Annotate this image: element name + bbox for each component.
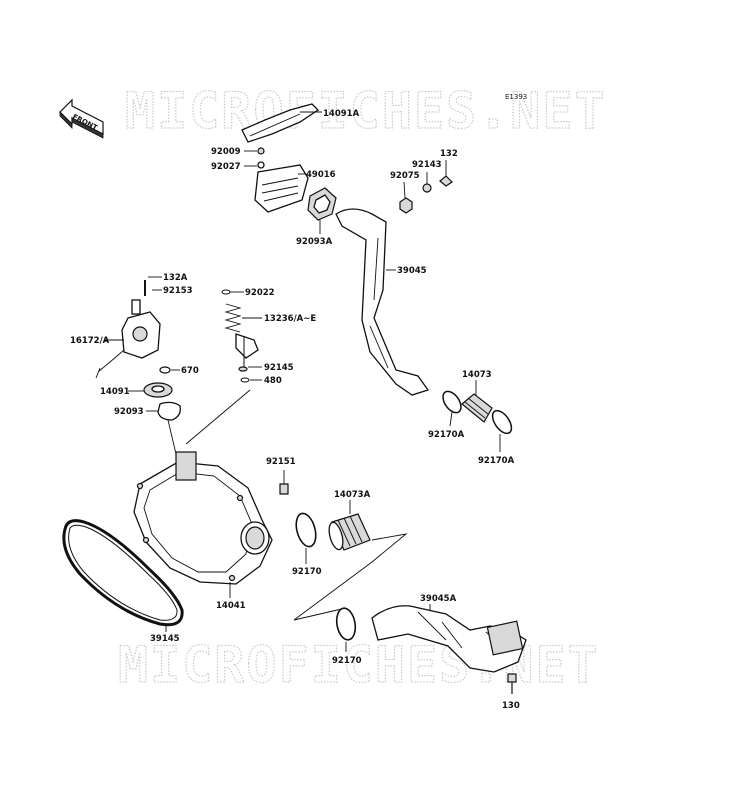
bolt-132	[439, 175, 453, 187]
spring-13236	[224, 303, 259, 368]
label-92009: 92009	[211, 147, 241, 157]
washer-92027	[257, 161, 265, 169]
label-14091A: 14091A	[323, 109, 360, 119]
nut-92075	[399, 197, 413, 214]
plate-14091	[143, 382, 173, 398]
pin-480	[240, 377, 250, 383]
label-92093: 92093	[114, 407, 144, 417]
label-14073A: 14073A	[334, 490, 371, 500]
label-49016: 49016	[306, 170, 336, 180]
diagram-code: E1393	[505, 93, 527, 101]
clamp-92170-top	[295, 512, 317, 548]
intake-tube-39045	[335, 208, 430, 396]
label-13236: 13236/A~E	[264, 314, 316, 324]
front-arrow-icon: FRONT	[59, 98, 104, 139]
collar-92143	[422, 183, 432, 193]
label-16172A: 16172/A	[70, 336, 110, 346]
oring-670	[159, 366, 171, 374]
label-130: 130	[502, 701, 520, 711]
label-92153: 92153	[163, 286, 193, 296]
outlet-duct-39045A	[371, 605, 527, 673]
duct-cover-14091A	[241, 103, 320, 143]
label-92143: 92143	[412, 160, 442, 170]
gasket-92093	[157, 401, 181, 421]
label-14041: 14041	[216, 601, 246, 611]
label-92170-top: 92170	[292, 567, 322, 577]
clip-92145	[238, 366, 248, 372]
label-39145: 39145	[150, 634, 180, 644]
label-92170A-right: 92170A	[478, 456, 515, 466]
label-92075: 92075	[390, 171, 420, 181]
label-39045A: 39045A	[420, 594, 457, 604]
label-92093A: 92093A	[296, 237, 333, 247]
label-92027: 92027	[211, 162, 241, 172]
label-92151: 92151	[266, 457, 296, 467]
duct-boot-14073A	[328, 513, 371, 551]
label-14091: 14091	[100, 387, 130, 397]
seal-92093A	[307, 187, 337, 221]
intake-duct-49016	[254, 164, 309, 213]
bolt-92151	[279, 470, 289, 495]
screw-92009	[257, 147, 265, 155]
clamp-92170A-left	[442, 390, 462, 414]
label-92170-bottom: 92170	[332, 656, 362, 666]
bolt-130	[507, 673, 517, 694]
label-14073: 14073	[462, 370, 492, 380]
duct-boot-14073	[461, 393, 493, 423]
label-132: 132	[440, 149, 458, 159]
label-92145: 92145	[264, 363, 294, 373]
actuator-16172A	[95, 299, 161, 379]
clip-92022	[221, 289, 231, 295]
label-92022: 92022	[245, 288, 275, 298]
clamp-92170A-right	[491, 409, 513, 435]
label-480: 480	[264, 376, 282, 386]
drive-belt-39145	[62, 519, 184, 627]
clamp-92170-bottom	[335, 607, 357, 641]
label-92170A-left: 92170A	[428, 430, 465, 440]
watermark-top: MICROFICHES.NET	[125, 82, 607, 140]
label-132A: 132A	[163, 273, 188, 283]
label-670: 670	[181, 366, 199, 376]
cvt-cover-14041	[133, 451, 273, 585]
label-39045: 39045	[397, 266, 427, 276]
